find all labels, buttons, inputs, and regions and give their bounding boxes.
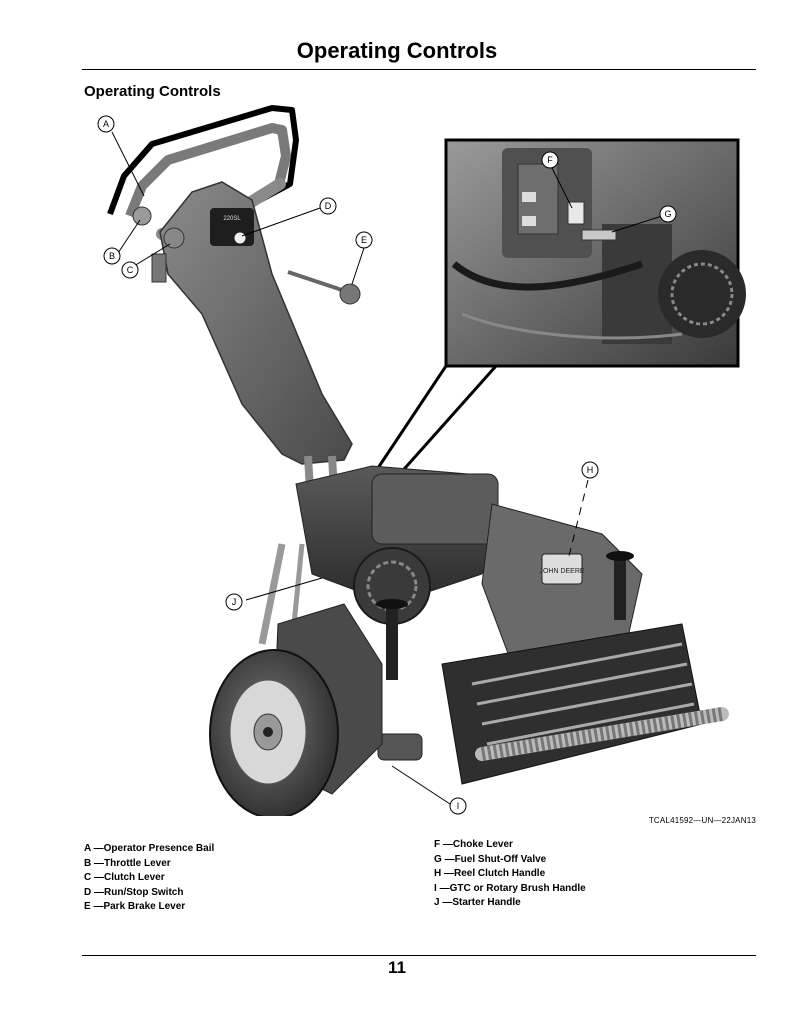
engine-frame: JOHN DEERE [258, 465, 729, 785]
decal-text: JOHN DEERE [539, 568, 584, 575]
svg-text:A: A [103, 119, 109, 129]
legend-item: I —GTC or Rotary Brush Handle [434, 882, 586, 894]
page-number: 11 [388, 958, 406, 977]
callout-e: E [355, 231, 373, 249]
figure-code: TCAL41592—UN—22JAN13 [648, 816, 756, 825]
callout-d: D [319, 197, 337, 215]
wheel [209, 603, 383, 819]
section-title: Operating Controls [84, 83, 221, 100]
legend-left: A —Operator Presence Bail B —Throttle Le… [84, 842, 214, 915]
handle-assembly: 220SL [107, 105, 361, 525]
legend-item: H —Reel Clutch Handle [434, 868, 546, 879]
callout-b: B [103, 247, 121, 265]
svg-text:F: F [547, 155, 553, 165]
svg-text:D: D [325, 201, 332, 211]
inset-photo [444, 138, 746, 368]
footer-rule [82, 955, 756, 956]
callout-h: H [581, 461, 599, 479]
svg-text:C: C [127, 265, 134, 275]
legend-right: F —Choke Lever G —Fuel Shut-Off Valve H … [434, 838, 586, 911]
header-rule [82, 69, 756, 70]
mower-illustration: 220SL JOHN DEERE [82, 104, 756, 819]
legend-item: B —Throttle Lever [84, 857, 171, 869]
callout-c: C [121, 261, 139, 279]
svg-text:E: E [361, 235, 367, 245]
svg-text:G: G [664, 209, 671, 219]
callout-j: J [225, 593, 243, 611]
legend-item: C —Clutch Lever [84, 872, 165, 883]
callout-g: G [659, 205, 677, 223]
legend-item: J —Starter Handle [434, 897, 521, 908]
legend-item: A —Operator Presence Bail [84, 843, 215, 854]
svg-text:H: H [587, 465, 594, 475]
legend-item: G —Fuel Shut-Off Valve [434, 853, 547, 865]
callout-f: F [541, 151, 559, 169]
legend-item: E —Park Brake Lever [84, 901, 186, 912]
svg-text:B: B [109, 251, 115, 261]
callout-i: I [449, 797, 467, 815]
callout-a: A [97, 115, 115, 133]
svg-text:220SL: 220SL [223, 216, 241, 222]
svg-text:J: J [232, 597, 237, 607]
svg-text:I: I [457, 801, 460, 811]
page-title: Operating Controls [296, 38, 498, 63]
callouts [111, 131, 663, 805]
legend-item: D —Run/Stop Switch [84, 886, 184, 898]
legend-item: F —Choke Lever [434, 839, 513, 850]
